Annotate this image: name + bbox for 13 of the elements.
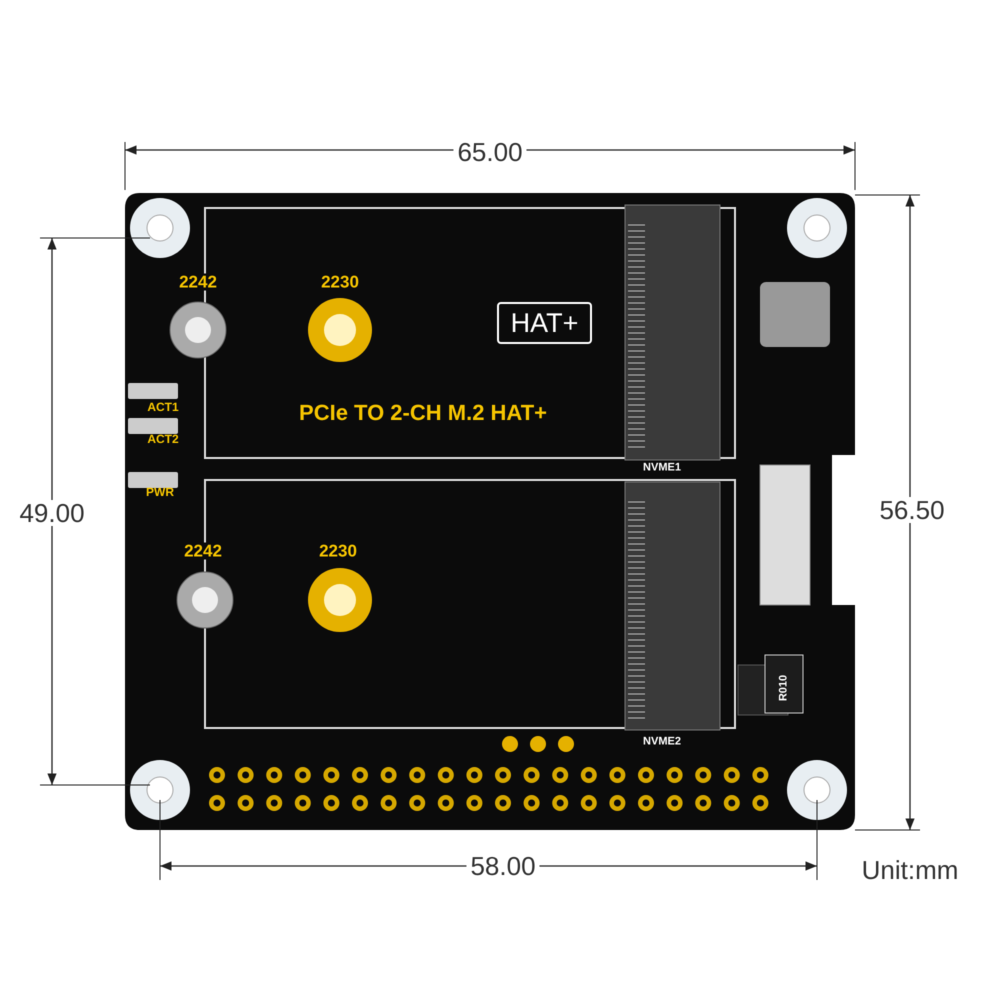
size-label: 2230 xyxy=(319,542,357,560)
slot-label: NVME2 xyxy=(643,736,681,748)
slot-label: NVME1 xyxy=(643,462,681,474)
size-label: 2230 xyxy=(321,274,359,290)
size-label: 2242 xyxy=(184,542,222,560)
led-label: ACT2 xyxy=(147,433,179,445)
component-marking: R010 xyxy=(778,674,790,702)
led-label: ACT1 xyxy=(147,401,179,413)
board-title: PCIe TO 2-CH M.2 HAT+ xyxy=(299,402,547,424)
size-label: 2242 xyxy=(179,274,217,290)
label-box: HAT+ xyxy=(497,302,592,344)
unit-note: Unit:mm xyxy=(862,857,958,883)
led-label: PWR xyxy=(146,486,174,498)
